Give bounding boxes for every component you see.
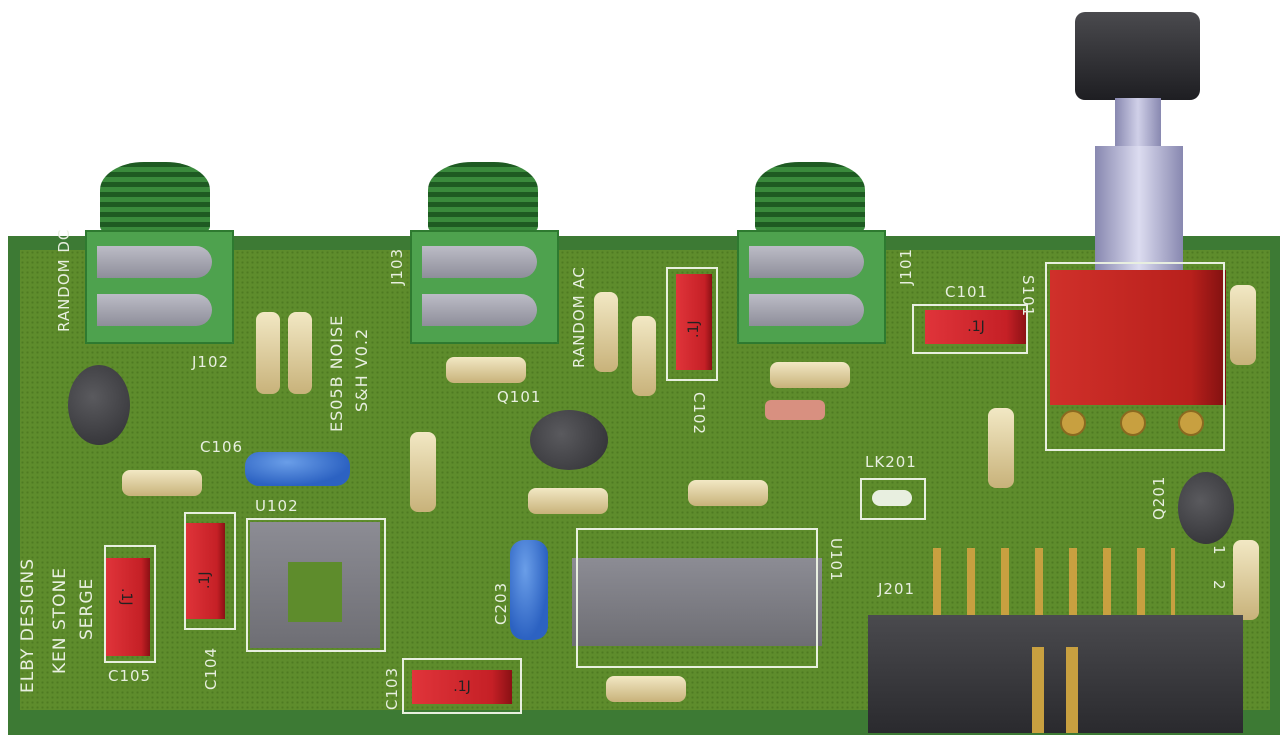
u101-outline [576,528,818,668]
label-c103: C103 [383,666,401,710]
jack-thread-j103 [428,162,538,232]
label-random-dc: RANDOM DC [55,228,73,332]
credit-ken-stone: KEN STONE [50,566,70,674]
label-c203: C203 [492,581,510,625]
resistor [122,470,202,496]
label-s101: S101 [1019,275,1037,318]
label-c106: C106 [200,438,244,456]
label-u101: U101 [827,538,845,582]
resistor [632,316,656,396]
c103-outline [402,658,522,714]
label-j201: J201 [878,580,916,598]
label-j102: J102 [192,353,230,371]
u102-outline [246,518,386,652]
switch-shaft [1115,98,1161,148]
resistor [528,488,608,514]
label-q201: Q201 [1150,475,1168,520]
credit-serge: SERGE [77,577,97,640]
c104-outline [184,512,236,630]
capacitor-c102: .1J [676,274,712,370]
capacitor-c104: .1J [185,523,225,619]
board-title-line2: S&H V0.2 [352,327,371,412]
resistor [410,432,436,512]
transistor-q201 [1178,472,1234,544]
label-q101: Q101 [497,388,542,406]
label-random-ac: RANDOM AC [570,266,588,368]
lk201-outline [860,478,926,520]
resistor [770,362,850,388]
credit-elby: ELBY DESIGNS [18,557,38,693]
link-lk201[interactable] [872,490,912,506]
jack-j101[interactable] [737,230,886,344]
header-pins [925,548,1175,618]
capacitor-c106 [245,452,350,486]
capacitor-c203 [510,540,548,640]
jack-thread-j102 [100,162,210,232]
label-pin1: 1 [1210,545,1228,556]
label-j101: J101 [897,247,915,285]
switch-outline [1045,262,1225,451]
resistor [606,676,686,702]
header-j201[interactable] [868,615,1243,733]
resistor [256,312,280,394]
resistor [688,480,768,506]
resistor [446,357,526,383]
label-lk201: LK201 [865,453,917,471]
board-title-line1: ES05B NOISE [327,314,346,432]
resistor [1233,540,1259,620]
switch-pad [1060,410,1086,436]
ic-u101 [572,558,822,646]
capacitor-c101: .1J [925,310,1027,344]
c105-outline [104,545,156,663]
switch-bushing [1095,146,1183,271]
label-c105: C105 [108,667,152,685]
label-j103: J103 [388,247,406,285]
label-c104: C104 [202,646,220,690]
switch-pad [1120,410,1146,436]
switch-pad [1178,410,1204,436]
label-c101: C101 [945,283,989,301]
jack-j103[interactable] [410,230,559,344]
transistor-q101 [530,410,608,470]
ic-socket-u102 [250,522,380,648]
resistor [288,312,312,394]
jack-thread-j101 [755,162,865,232]
resistor [1230,285,1256,365]
resistor [594,292,618,372]
label-u102: U102 [255,497,299,515]
transistor-q102 [68,365,130,445]
c101-outline [912,304,1028,354]
switch-knob[interactable] [1075,12,1200,100]
label-pin2: 2 [1210,580,1228,591]
c102-outline [666,267,718,381]
jack-j102[interactable] [85,230,234,344]
diode [765,400,825,420]
label-c102: C102 [690,392,708,436]
switch-s101[interactable] [1050,270,1226,405]
capacitor-c103: .1J [412,670,512,704]
resistor [988,408,1014,488]
capacitor-c105: .1J [106,558,150,656]
